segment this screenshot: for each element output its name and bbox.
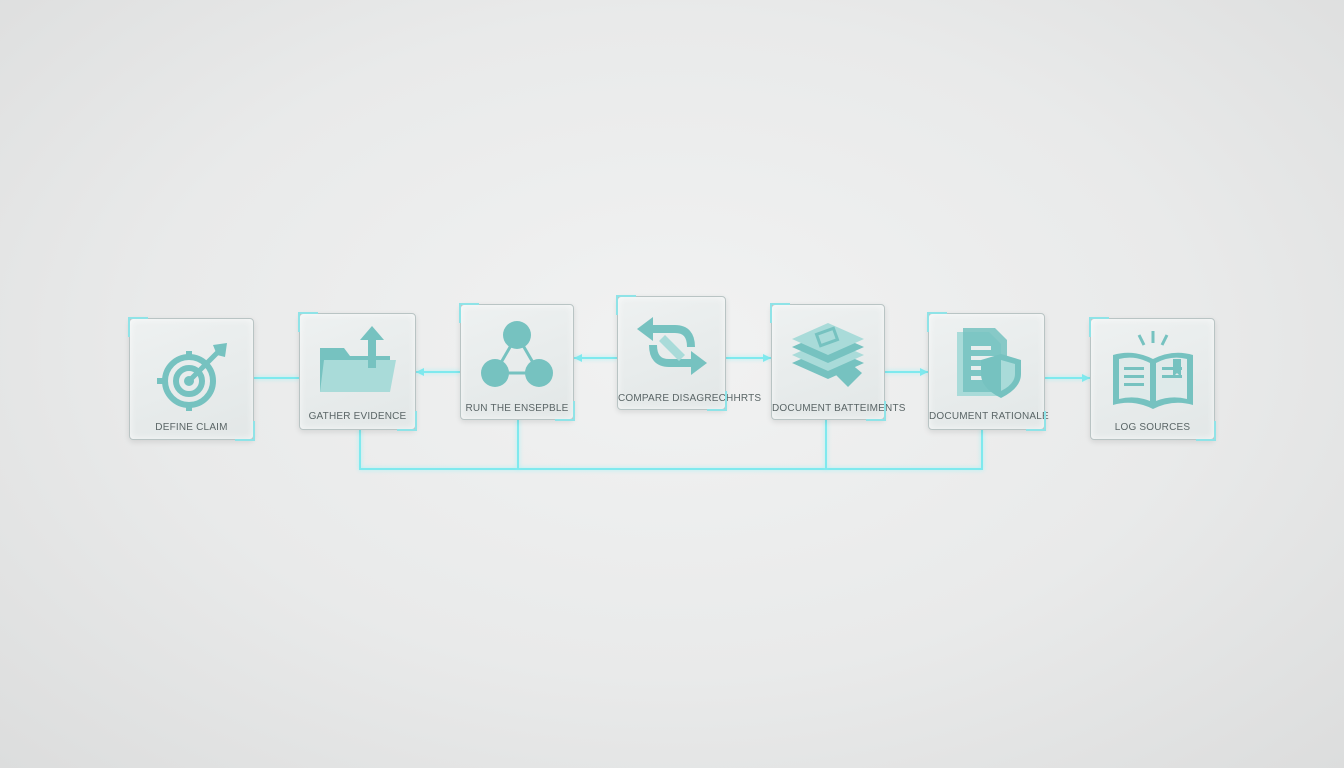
node-label: DOCUMENT BATTEIMENTS bbox=[772, 403, 906, 414]
document-shield-icon bbox=[949, 328, 1025, 400]
node-document-statements[interactable]: DOCUMENT BATTEIMENTS bbox=[770, 303, 906, 421]
node-compare-disagreements[interactable]: COMPARE DISAGRECHHRTS bbox=[616, 295, 762, 411]
arrowhead-gather bbox=[416, 368, 424, 376]
feedback-bus bbox=[359, 430, 983, 470]
open-book-icon bbox=[1109, 329, 1197, 413]
stacked-layers-icon bbox=[788, 317, 868, 389]
arrowhead-rationale bbox=[920, 368, 928, 376]
arrowhead-document bbox=[763, 354, 771, 362]
node-document-rationale[interactable]: DOCUMENT RATIONALE bbox=[927, 312, 1049, 431]
node-log-sources[interactable]: LOG SOURCES bbox=[1089, 317, 1216, 441]
target-icon bbox=[153, 341, 231, 413]
node-label: DEFINE CLAIM bbox=[155, 422, 228, 433]
cycle-arrows-icon bbox=[635, 311, 709, 381]
node-run-ensemble[interactable]: RUN THE ENSEPBLE bbox=[459, 303, 575, 421]
node-label: GATHER EVIDENCE bbox=[308, 411, 407, 422]
arrowhead-run bbox=[574, 354, 582, 362]
arrowhead-log bbox=[1082, 374, 1090, 382]
node-define-claim[interactable]: DEFINE CLAIM bbox=[128, 317, 255, 441]
node-label: RUN THE ENSEPBLE bbox=[465, 403, 569, 414]
folder-upload-icon bbox=[316, 326, 400, 398]
node-label: COMPARE DISAGRECHHRTS bbox=[618, 393, 762, 404]
node-label: LOG SOURCES bbox=[1114, 422, 1191, 433]
network-nodes-icon bbox=[477, 319, 557, 391]
node-gather-evidence[interactable]: GATHER EVIDENCE bbox=[298, 312, 417, 431]
node-label: DOCUMENT RATIONALE bbox=[929, 411, 1049, 422]
